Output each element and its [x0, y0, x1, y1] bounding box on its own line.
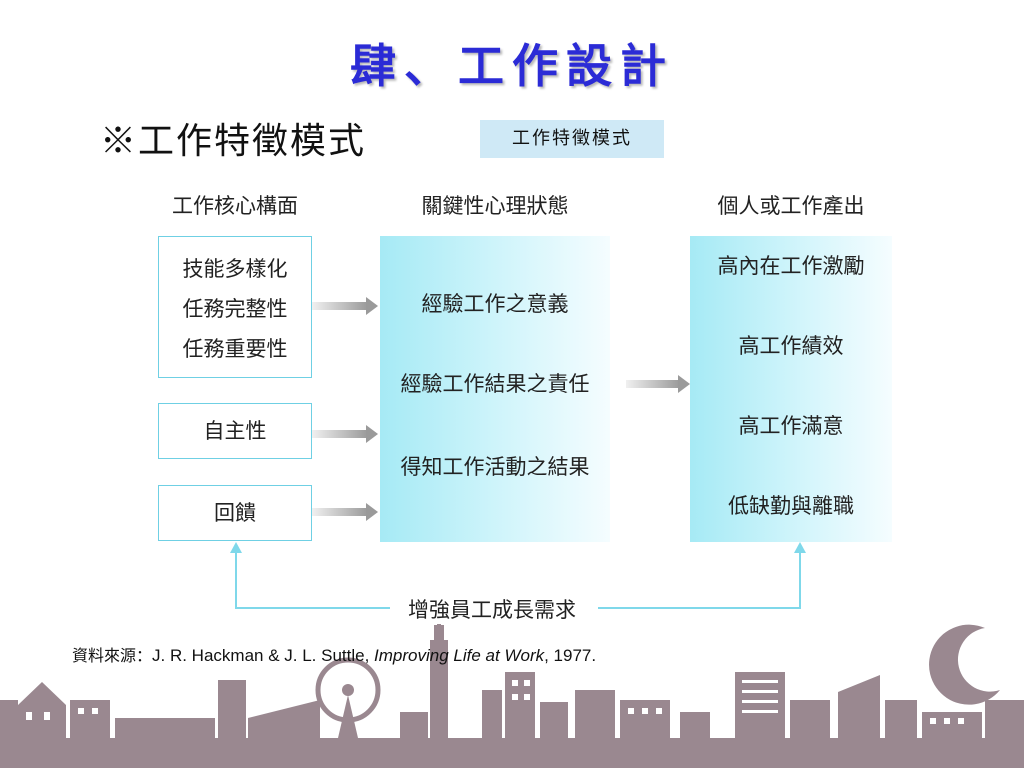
arrow-states-to-outcomes: [626, 375, 690, 393]
states-panel: 經驗工作之意義 經驗工作結果之責任 得知工作活動之結果: [380, 236, 610, 542]
column-header-core: 工作核心構面: [172, 194, 298, 218]
source-label: 資料來源：: [72, 646, 153, 665]
core-item-task-significance: 任務重要性: [182, 337, 288, 361]
source-citation: 資料來源：J. R. Hackman & J. L. Suttle, Impro…: [72, 642, 596, 666]
moderator-arrowhead-left: [230, 542, 242, 553]
moderator-arrowhead-right: [794, 542, 806, 553]
slide-title: 肆、工作設計: [350, 39, 674, 93]
moderator-label: 增強員工成長需求: [398, 594, 586, 624]
source-work-title: Improving Life at Work: [374, 646, 545, 665]
arrow-core-to-states-2: [312, 425, 378, 443]
source-year: , 1977.: [544, 646, 597, 665]
outcome-satisfaction: 高工作滿意: [738, 414, 844, 438]
moderator-connector: [235, 548, 801, 609]
slide-subtitle: ※工作特徵模式: [100, 121, 367, 162]
core-box-autonomy: 自主性: [158, 403, 312, 459]
core-item-skill-variety: 技能多樣化: [182, 257, 288, 281]
outcomes-panel: 高內在工作激勵 高工作績效 高工作滿意 低缺勤與離職: [690, 236, 892, 542]
column-header-outcomes: 個人或工作產出: [717, 194, 865, 218]
moon-icon: [929, 624, 1000, 705]
arrow-core-to-states-1: [312, 297, 378, 315]
column-header-states: 關鍵性心理狀態: [421, 194, 569, 218]
core-box-feedback: 回饋: [158, 485, 312, 541]
core-box-skill-task: 技能多樣化 任務完整性 任務重要性: [158, 236, 312, 378]
state-meaningfulness: 經驗工作之意義: [421, 292, 569, 316]
core-item-task-identity: 任務完整性: [182, 297, 288, 321]
state-knowledge-of-results: 得知工作活動之結果: [400, 455, 590, 479]
model-badge: 工作特徵模式: [480, 120, 664, 158]
outcome-absenteeism-turnover: 低缺勤與離職: [728, 494, 854, 518]
outcome-motivation: 高內在工作激勵: [717, 254, 865, 278]
source-authors: J. R. Hackman & J. L. Suttle,: [152, 646, 375, 665]
outcome-performance: 高工作績效: [738, 334, 844, 358]
state-responsibility: 經驗工作結果之責任: [400, 372, 590, 396]
arrow-core-to-states-3: [312, 503, 378, 521]
